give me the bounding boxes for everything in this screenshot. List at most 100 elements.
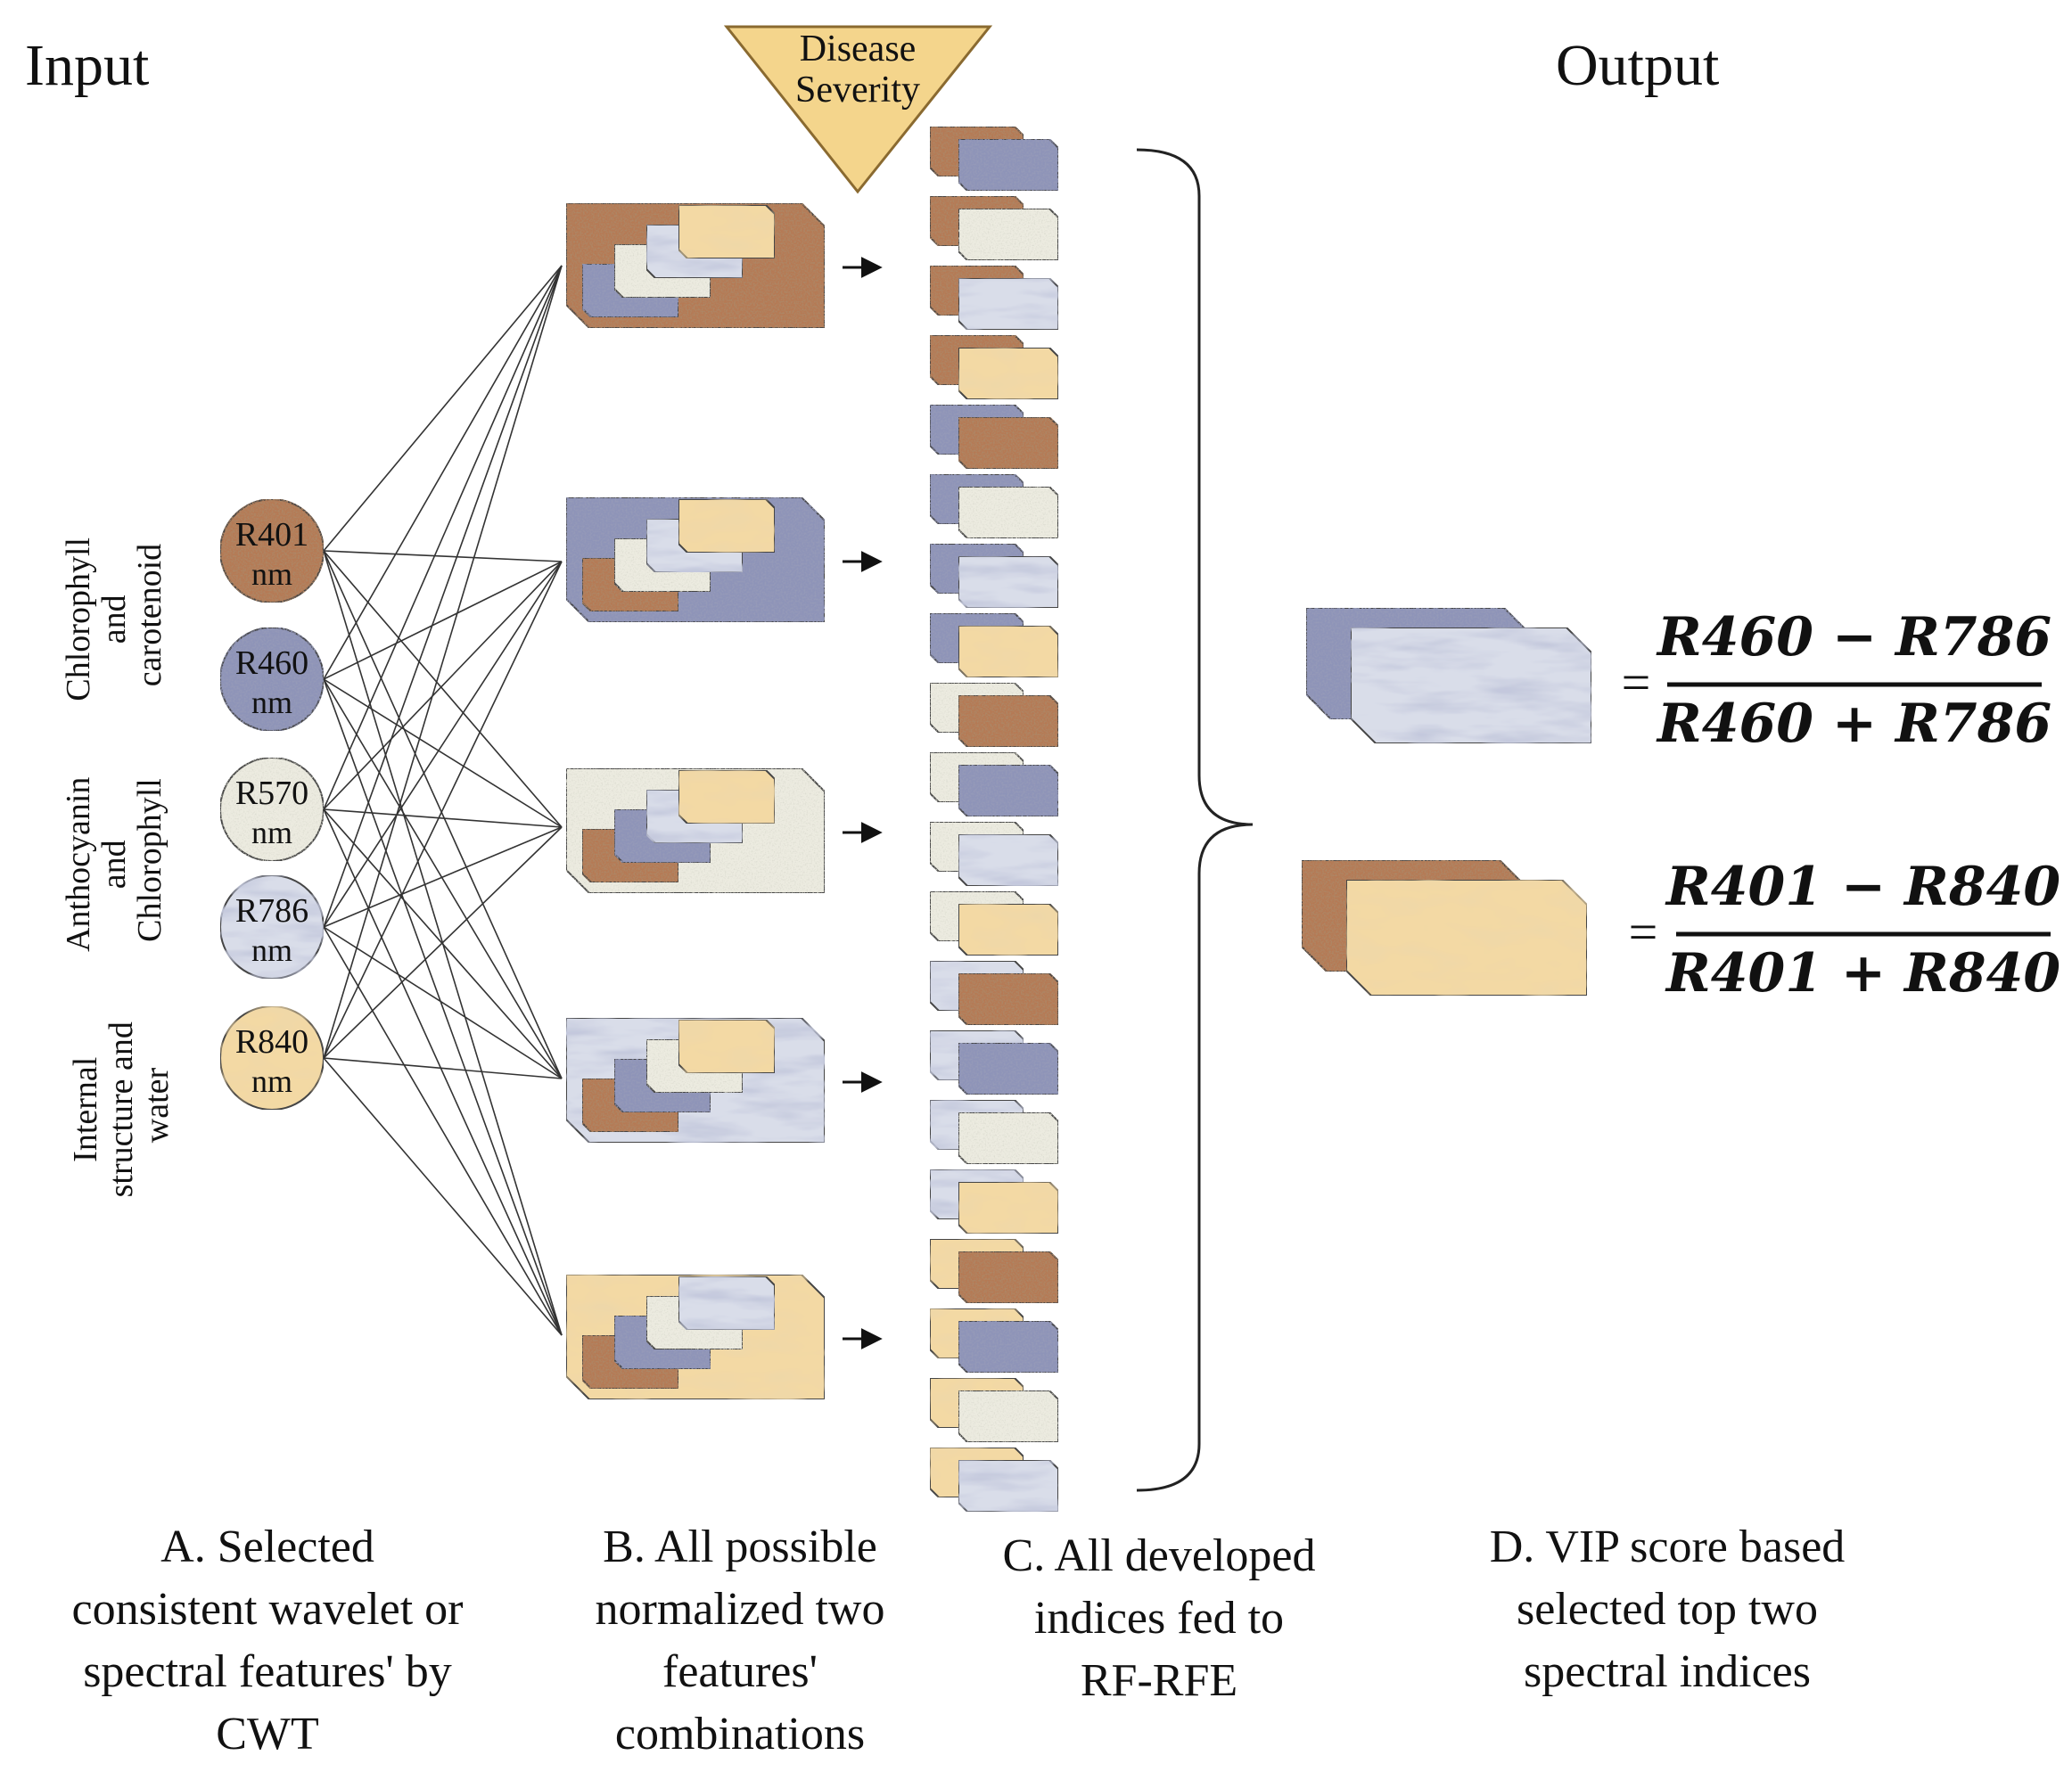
group-labels: Chlorophyll and carotenoid Anthocyanin a… <box>60 529 176 1198</box>
connection-line <box>323 550 563 1079</box>
index-front-swatch <box>958 208 1059 261</box>
caption-b-line: features' <box>662 1646 818 1697</box>
group-label-line: structure and <box>103 1021 140 1197</box>
index-pair-card <box>929 1169 1059 1235</box>
caption-a-line: CWT <box>216 1709 319 1759</box>
index-pair-card <box>929 751 1059 817</box>
index-pair-card <box>929 682 1059 748</box>
connection-line <box>323 1057 563 1079</box>
group-label-anthocyanin-chlorophyll: Anthocyanin and Chlorophyll <box>60 768 169 952</box>
group-label-line: and <box>95 595 133 644</box>
combination-card-r840 <box>565 1274 883 1400</box>
caption-c: C. All developed indices fed to RF-RFE <box>1003 1530 1316 1706</box>
caption-b-line: B. All possible <box>603 1522 877 1572</box>
index-pair-card <box>929 195 1059 261</box>
wavelength-circle <box>219 757 325 862</box>
selected-index-front <box>1350 627 1592 744</box>
index-pair-card <box>929 821 1059 887</box>
wavelength-circle <box>219 498 325 603</box>
connection-line <box>323 265 563 552</box>
input-heading: Input <box>25 33 149 98</box>
combination-card-r570 <box>565 767 883 894</box>
connection-line <box>323 1057 563 1336</box>
index-front-swatch <box>958 347 1059 400</box>
index-front-swatch <box>958 903 1059 956</box>
selected-indices: R460 − R786 R460 + R786 = R401 − R840 R4… <box>1301 606 2061 1005</box>
wavelength-circle <box>219 627 325 732</box>
index-front-swatch <box>958 1390 1059 1443</box>
caption-b: B. All possible normalized two features'… <box>596 1522 885 1759</box>
output-heading: Output <box>1556 33 1719 98</box>
caption-d-line: D. VIP score based <box>1490 1522 1846 1572</box>
index-front-swatch <box>958 486 1059 539</box>
wavelength-unit: nm <box>251 685 292 720</box>
formula-2-denominator: R401 + R840 <box>1665 942 2061 1005</box>
index-front-swatch <box>958 1111 1059 1165</box>
wavelength-band: R460 <box>235 644 308 682</box>
index-front-swatch <box>958 1042 1059 1095</box>
index-pair-card <box>929 1308 1059 1374</box>
formula-1-equals: = <box>1622 653 1651 711</box>
group-label-internal-structure-water: Internal structure and water <box>67 1013 176 1198</box>
caption-d: D. VIP score based selected top two spec… <box>1490 1522 1846 1697</box>
index-pair-card <box>929 265 1059 331</box>
wavelength-unit: nm <box>251 815 292 850</box>
formula-2-equals: = <box>1629 903 1658 961</box>
curly-brace <box>1136 148 1254 1492</box>
combination-swatch <box>678 769 776 824</box>
connection-lines <box>323 265 563 1336</box>
index-pair-card <box>929 1099 1059 1165</box>
caption-a: A. Selected consistent wavelet or spectr… <box>72 1522 464 1759</box>
developed-indices-stack <box>929 126 1059 1513</box>
index-front-swatch <box>958 1320 1059 1374</box>
group-label-line: Anthocyanin <box>60 777 97 952</box>
group-label-line: carotenoid <box>131 544 169 686</box>
caption-a-line: A. Selected <box>160 1522 374 1572</box>
combination-swatch <box>678 1276 776 1331</box>
formula-2-numerator: R401 − R840 <box>1665 856 2061 918</box>
group-label-line: Chlorophyll <box>60 537 97 701</box>
caption-a-line: spectral features' by <box>83 1646 452 1697</box>
index-front-swatch <box>958 833 1059 887</box>
wavelength-unit: nm <box>251 932 292 968</box>
caption-c-line: RF-RFE <box>1081 1655 1237 1706</box>
index-front-swatch <box>958 1459 1059 1513</box>
connection-line <box>323 265 563 680</box>
wavelength-band: R840 <box>235 1023 308 1061</box>
wavelength-band: R401 <box>235 516 308 554</box>
caption-b-line: normalized two <box>596 1584 885 1635</box>
connection-line <box>323 678 563 1336</box>
formula-1-numerator: R460 − R786 <box>1656 606 2051 669</box>
index-pair-card <box>929 404 1059 470</box>
connection-line <box>323 265 563 810</box>
severity-label-line2: Severity <box>795 70 920 111</box>
index-front-swatch <box>958 416 1059 470</box>
index-pair-card <box>929 1029 1059 1095</box>
index-pair-card <box>929 473 1059 539</box>
connection-line <box>323 808 563 1079</box>
wavelength-unit: nm <box>251 1063 292 1099</box>
connection-line <box>323 561 563 680</box>
severity-label-line1: Disease <box>800 29 917 70</box>
wavelength-unit: nm <box>251 556 292 592</box>
index-front-swatch <box>958 625 1059 678</box>
connection-line <box>323 678 563 828</box>
group-label-chlorophyll-carotenoid: Chlorophyll and carotenoid <box>60 529 169 701</box>
selected-index-swatch-1 <box>1305 607 1592 744</box>
connection-line <box>323 808 563 828</box>
connection-line <box>323 826 563 928</box>
index-front-swatch <box>958 972 1059 1026</box>
connection-line <box>323 561 563 810</box>
caption-c-line: C. All developed <box>1003 1530 1316 1581</box>
combination-swatch <box>678 498 776 554</box>
connection-line <box>323 550 563 828</box>
connection-line <box>323 808 563 1336</box>
connection-line <box>323 561 563 1059</box>
caption-b-line: combinations <box>615 1709 865 1759</box>
index-front-swatch <box>958 1181 1059 1235</box>
